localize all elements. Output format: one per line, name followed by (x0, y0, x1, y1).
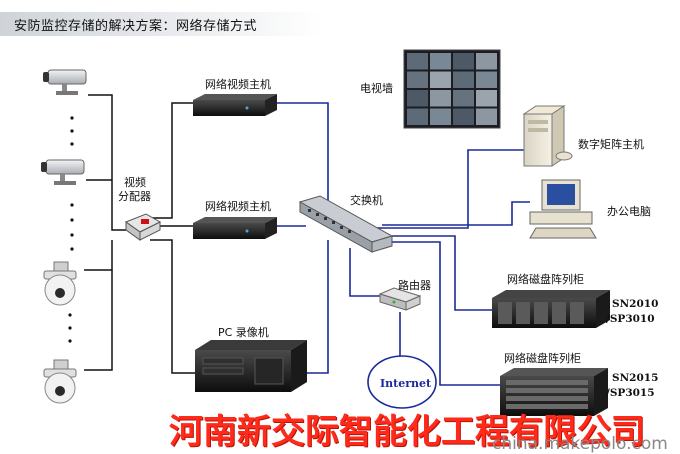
nvr-top-to-switch (272, 102, 329, 205)
switch-to-raid-top (392, 235, 492, 311)
raid-top-model-2: /SP3010 (606, 313, 655, 325)
video-wall-screen (476, 90, 497, 107)
raid-cabinet-icon (500, 368, 608, 416)
bullet-camera-icon (43, 69, 87, 95)
raid-bottom-model-2: /SP3015 (606, 387, 655, 399)
camera-1-wire (88, 94, 130, 231)
video-wall-screen (430, 53, 451, 70)
video-wall-screen (476, 108, 497, 125)
dome-camera-icon (43, 261, 77, 306)
switch-label: 交换机 (350, 194, 383, 207)
switch-icon (298, 195, 394, 253)
network-wiring (272, 102, 530, 386)
bullet-camera-icon (41, 159, 85, 185)
raid-cabinet-icon (492, 290, 610, 328)
video-wall-screen (453, 108, 474, 125)
video-wall-screen (430, 108, 451, 125)
video-wall-screen (453, 53, 474, 70)
nvr-mid-label: 网络视频主机 (205, 200, 271, 213)
internet-label: Internet (380, 377, 432, 390)
switch-to-router (349, 248, 380, 297)
office-pc-label: 办公电脑 (607, 205, 651, 218)
router-label: 路由器 (398, 279, 431, 292)
distributor-label-line2: 分配器 (118, 190, 151, 203)
server-tower-icon (522, 105, 573, 167)
camera-dots (68, 116, 74, 343)
raid-bottom-label: 网络磁盘阵列柜 (504, 352, 581, 365)
internet-cloud-icon (367, 355, 437, 409)
video-wall-screen (430, 71, 451, 88)
switch-to-raid-bottom (392, 241, 500, 386)
raid-top-model-1: SN2010 (612, 298, 659, 310)
tv-wall-label: 电视墙 (360, 82, 393, 95)
video-wall-screen (430, 90, 451, 107)
video-wall-screen (476, 53, 497, 70)
video-distributor-icon (124, 213, 162, 241)
nvr-icon (193, 217, 277, 239)
video-wall-screen (453, 71, 474, 88)
raid-bottom-model-1: SN2015 (612, 372, 659, 384)
camera-wiring (84, 94, 195, 374)
nvr-icon (193, 94, 277, 116)
distributor-to-nvr-top (150, 102, 193, 219)
video-wall-screen (407, 90, 428, 107)
video-wall-screen (407, 71, 428, 88)
company-name: 河南新交际智能化工程有限公司 (169, 412, 645, 452)
video-wall-screen (407, 53, 428, 70)
title-bar (0, 12, 322, 36)
distributor-to-pc-recorder (150, 239, 195, 374)
camera-4-wire (84, 270, 113, 371)
switch-to-matrix (372, 149, 530, 229)
diagram-title: 安防监控存储的解决方案：网络存储方式 (14, 19, 258, 34)
router-icon (378, 287, 422, 311)
nvr-top-label: 网络视频主机 (205, 78, 271, 91)
desktop-pc-icon (529, 179, 597, 239)
video-wall-screen (476, 71, 497, 88)
camera-3-wire (84, 240, 113, 271)
switch-to-office-pc (382, 201, 530, 226)
dome-camera-icon (43, 359, 77, 404)
video-wall-icon (403, 49, 501, 129)
video-wall-screen (453, 90, 474, 107)
distributor-label-line1: 视频 (124, 176, 146, 189)
matrix-host-label: 数字矩阵主机 (578, 138, 644, 151)
rack-server-icon (195, 340, 307, 392)
watermark: china.makepolo.com (492, 434, 668, 454)
pc-recorder-label: PC 录像机 (218, 326, 269, 339)
video-wall-screen (407, 108, 428, 125)
raid-top-label: 网络磁盘阵列柜 (507, 273, 584, 286)
